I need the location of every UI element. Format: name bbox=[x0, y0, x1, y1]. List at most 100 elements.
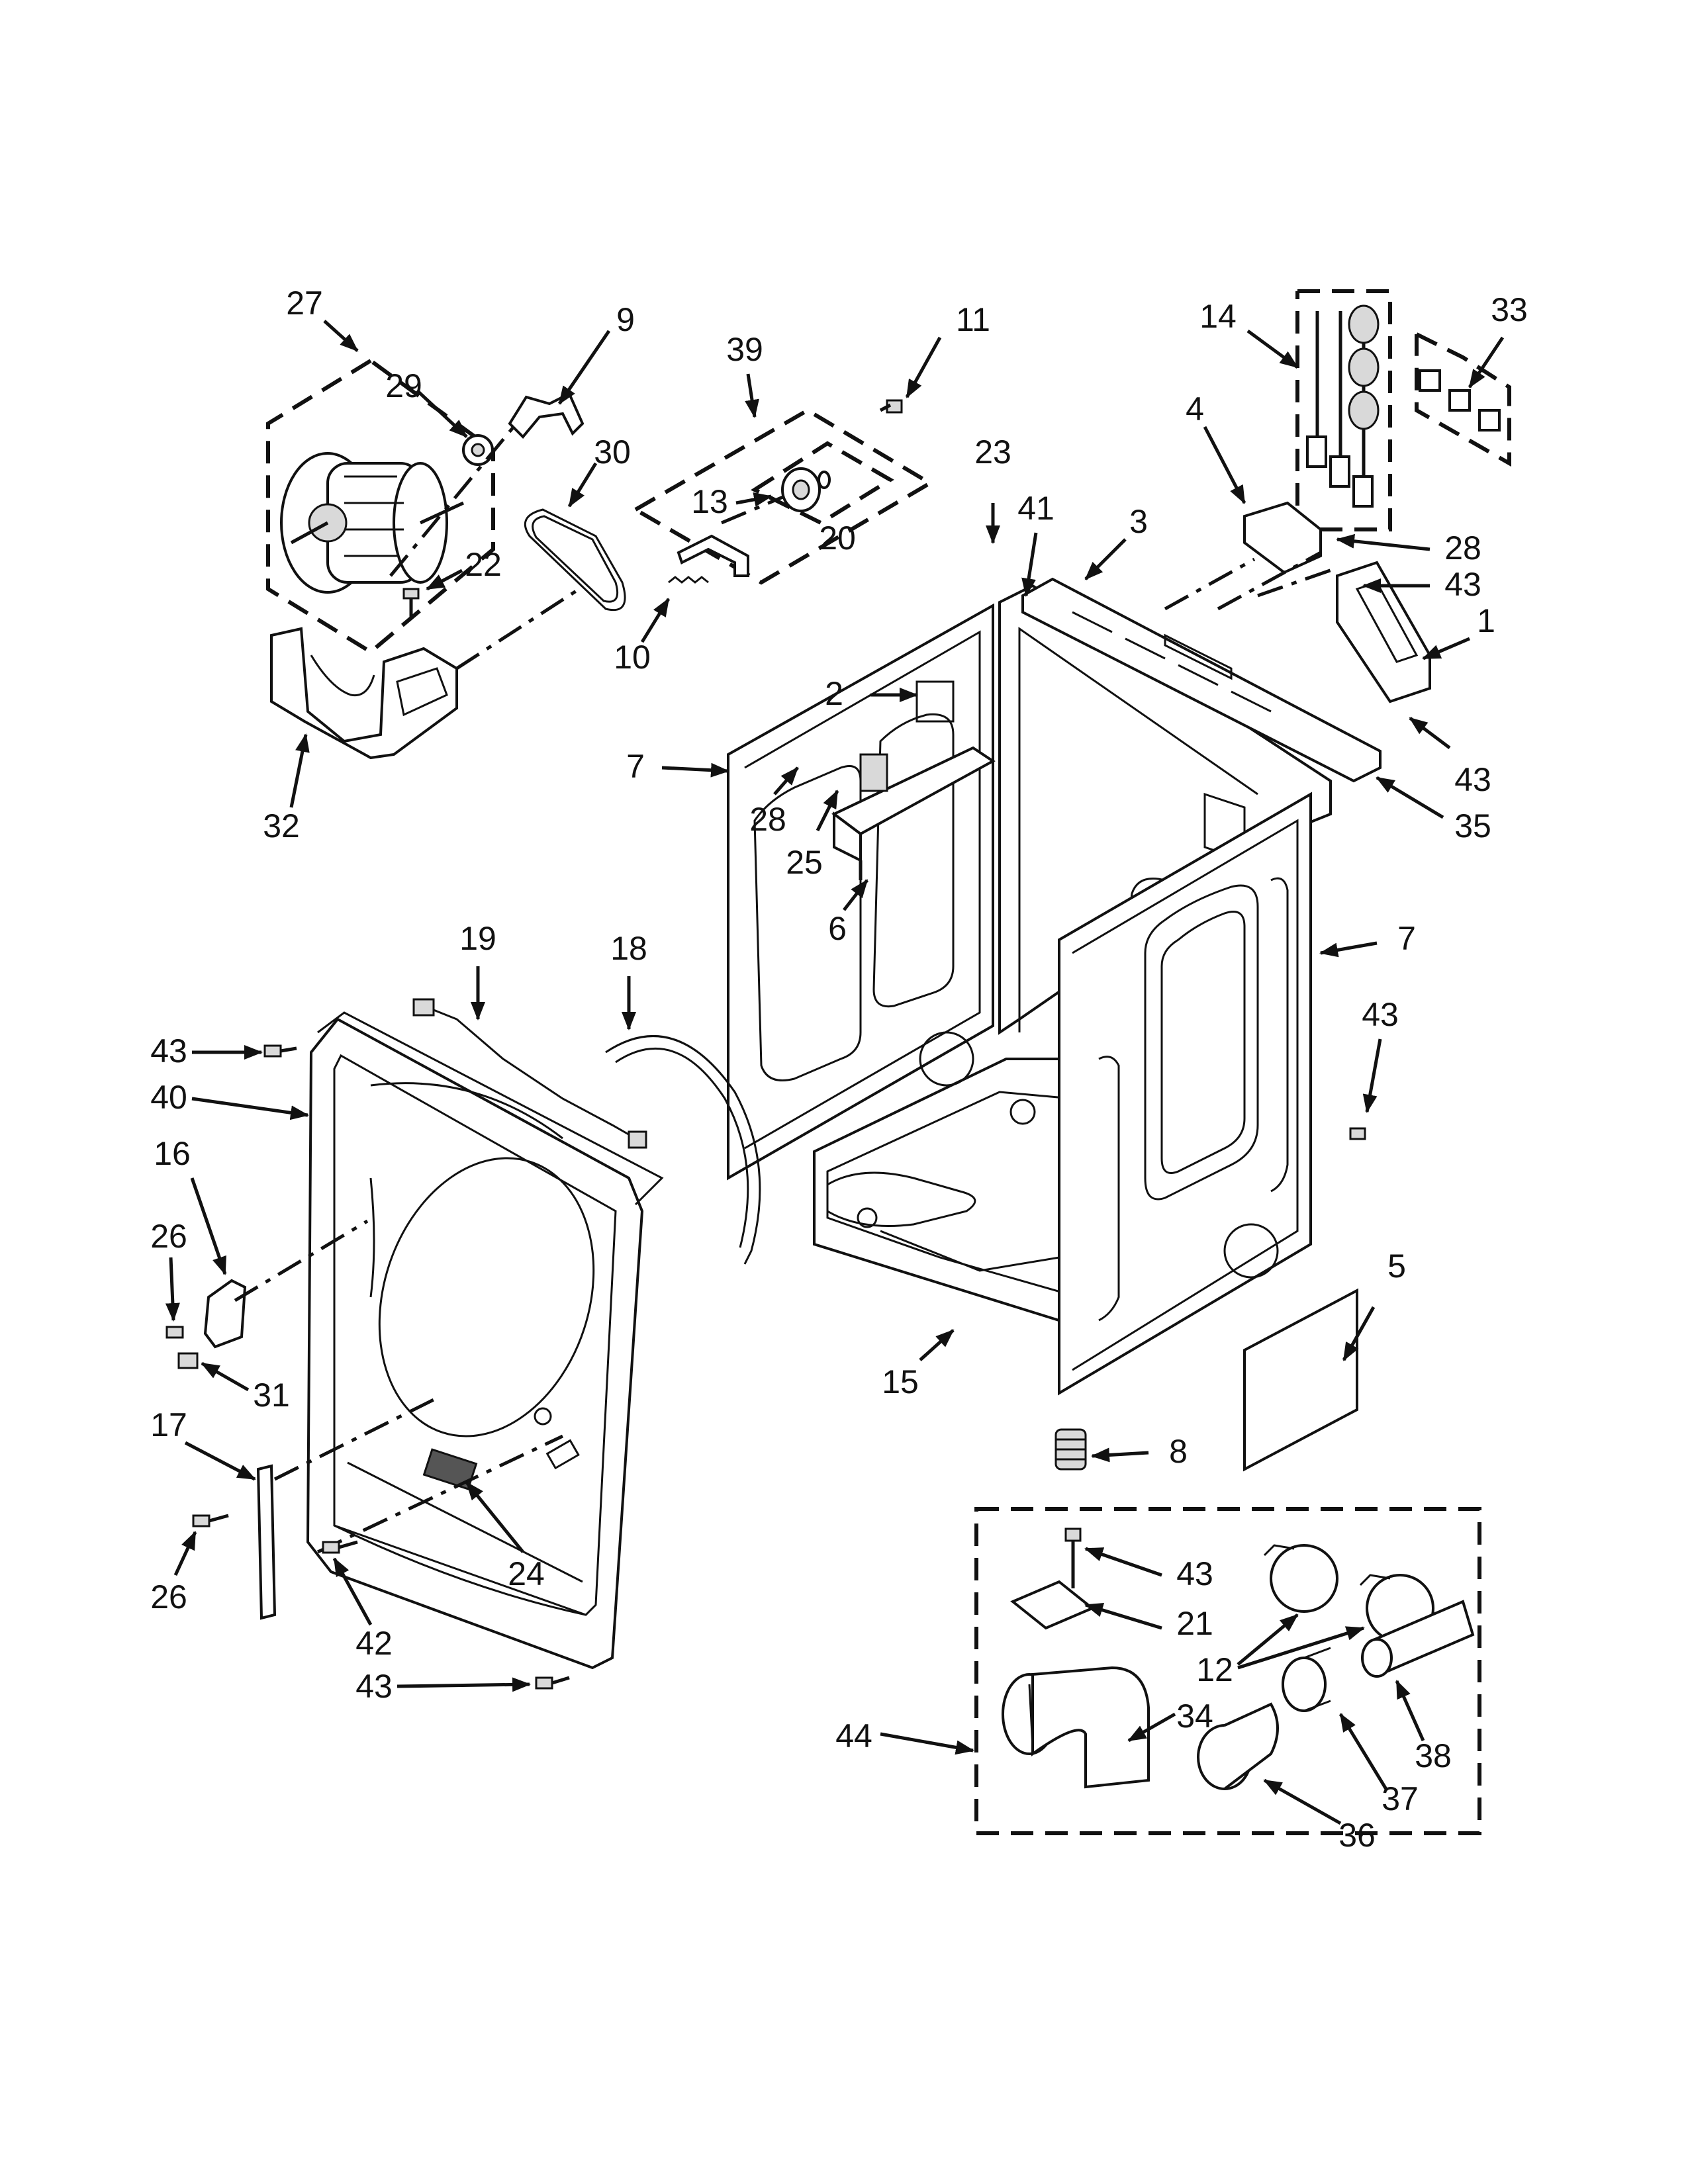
screw-22 bbox=[402, 588, 420, 619]
leader-6 bbox=[843, 879, 868, 911]
callout-10: 10 bbox=[614, 639, 651, 676]
leader-26a bbox=[165, 1257, 180, 1322]
callout-40: 40 bbox=[150, 1079, 187, 1116]
leader-12b bbox=[1237, 1626, 1365, 1670]
idler-spring bbox=[668, 576, 709, 584]
leader-22 bbox=[426, 569, 463, 591]
callout-22: 22 bbox=[465, 546, 502, 583]
callout-33: 33 bbox=[1491, 291, 1528, 328]
leader-29 bbox=[416, 389, 468, 438]
leader-25 bbox=[816, 790, 839, 832]
leader-28b bbox=[1336, 533, 1430, 551]
duct-connector bbox=[1282, 1647, 1331, 1712]
front-panel bbox=[306, 1017, 644, 1670]
leader-41 bbox=[1021, 532, 1038, 597]
cabinet-bracket bbox=[831, 746, 996, 880]
callouts: 27 9 29 30 22 10 32 39 11 13 20 23 41 3 … bbox=[150, 285, 1528, 1854]
leader-36 bbox=[1263, 1778, 1342, 1825]
exhaust-kit-outline bbox=[974, 1507, 1481, 1835]
clips-outline bbox=[1415, 332, 1511, 467]
top-rail bbox=[1021, 577, 1382, 783]
callout-39: 39 bbox=[726, 331, 763, 368]
callout-7a: 7 bbox=[626, 748, 645, 785]
screw-43-top bbox=[263, 1044, 297, 1058]
leader-37 bbox=[1338, 1713, 1389, 1792]
leader-1 bbox=[1422, 637, 1470, 660]
callout-26b: 26 bbox=[150, 1578, 187, 1615]
leader-43e bbox=[397, 1677, 531, 1692]
leader-43c bbox=[1409, 717, 1451, 749]
callout-43b: 43 bbox=[1444, 566, 1481, 603]
leader-lines bbox=[165, 320, 1505, 1825]
leader-13 bbox=[735, 492, 773, 507]
duct-pipe bbox=[1361, 1600, 1475, 1678]
leader-24 bbox=[465, 1481, 524, 1553]
callout-36: 36 bbox=[1338, 1817, 1376, 1854]
callout-15: 15 bbox=[882, 1363, 919, 1400]
screw-26-bottom bbox=[192, 1514, 229, 1527]
callout-14: 14 bbox=[1199, 298, 1237, 335]
callout-11: 11 bbox=[956, 301, 990, 338]
leader-12a bbox=[1237, 1614, 1299, 1666]
callout-24: 24 bbox=[508, 1555, 545, 1592]
callout-26a: 26 bbox=[150, 1218, 187, 1255]
door-hinge bbox=[256, 1464, 277, 1620]
callout-30: 30 bbox=[594, 433, 631, 471]
door-seal bbox=[605, 1035, 761, 1265]
callout-13: 13 bbox=[691, 483, 728, 520]
leader-44 bbox=[880, 1732, 974, 1755]
leader-39 bbox=[745, 373, 759, 418]
leader-16 bbox=[190, 1177, 227, 1275]
callout-6: 6 bbox=[828, 910, 847, 947]
callout-21: 21 bbox=[1176, 1605, 1213, 1642]
screw-42 bbox=[322, 1540, 358, 1554]
motor-alignment-line bbox=[455, 587, 581, 670]
thermostat-clips bbox=[1415, 332, 1511, 467]
vent-hood-1 bbox=[1263, 1544, 1338, 1613]
leader-15 bbox=[919, 1329, 955, 1361]
fuse-kit-outline bbox=[1295, 289, 1392, 531]
motor-clamp bbox=[508, 392, 585, 439]
screw-26-top bbox=[165, 1326, 184, 1339]
leader-11 bbox=[905, 336, 942, 398]
leader-10 bbox=[640, 598, 671, 643]
leader-33 bbox=[1468, 336, 1505, 388]
callout-32: 32 bbox=[263, 807, 300, 844]
leader-17 bbox=[184, 1441, 256, 1481]
leader-40 bbox=[191, 1097, 309, 1120]
idler-assembly-group bbox=[632, 399, 934, 585]
motor-assembly-group bbox=[266, 359, 709, 760]
callout-35: 35 bbox=[1454, 807, 1491, 844]
hinge-line bbox=[273, 1394, 442, 1481]
callout-29: 29 bbox=[385, 367, 422, 404]
idler-group-outline bbox=[632, 408, 934, 585]
leader-30 bbox=[567, 462, 598, 508]
leader-43f bbox=[1084, 1547, 1162, 1577]
callout-43e: 43 bbox=[355, 1668, 393, 1705]
callout-1: 1 bbox=[1477, 602, 1495, 639]
leader-8 bbox=[1091, 1447, 1149, 1463]
callout-8: 8 bbox=[1169, 1433, 1188, 1470]
leader-32 bbox=[289, 733, 310, 808]
right-side-panel bbox=[1058, 792, 1312, 1396]
screw-43-side bbox=[1349, 1127, 1366, 1140]
leader-43d bbox=[1362, 1038, 1382, 1113]
motor-pulley bbox=[462, 434, 494, 466]
clamp-cover bbox=[1010, 1527, 1095, 1630]
front-line bbox=[316, 1434, 564, 1554]
leader-35 bbox=[1376, 776, 1444, 819]
literature-sheet bbox=[1243, 1288, 1358, 1472]
leader-7a bbox=[661, 762, 729, 778]
callout-7b: 7 bbox=[1397, 920, 1416, 957]
callout-44: 44 bbox=[835, 1717, 872, 1754]
callout-42: 42 bbox=[355, 1625, 393, 1662]
callout-31: 31 bbox=[253, 1377, 290, 1414]
door-switch bbox=[203, 1279, 247, 1349]
leader-38 bbox=[1395, 1680, 1425, 1742]
front-panel-assembly bbox=[165, 998, 1366, 1690]
callout-43d: 43 bbox=[1362, 996, 1399, 1033]
fuse-kit bbox=[1295, 289, 1392, 531]
leader-3 bbox=[1084, 538, 1127, 580]
bracket-line-2 bbox=[1217, 551, 1322, 611]
